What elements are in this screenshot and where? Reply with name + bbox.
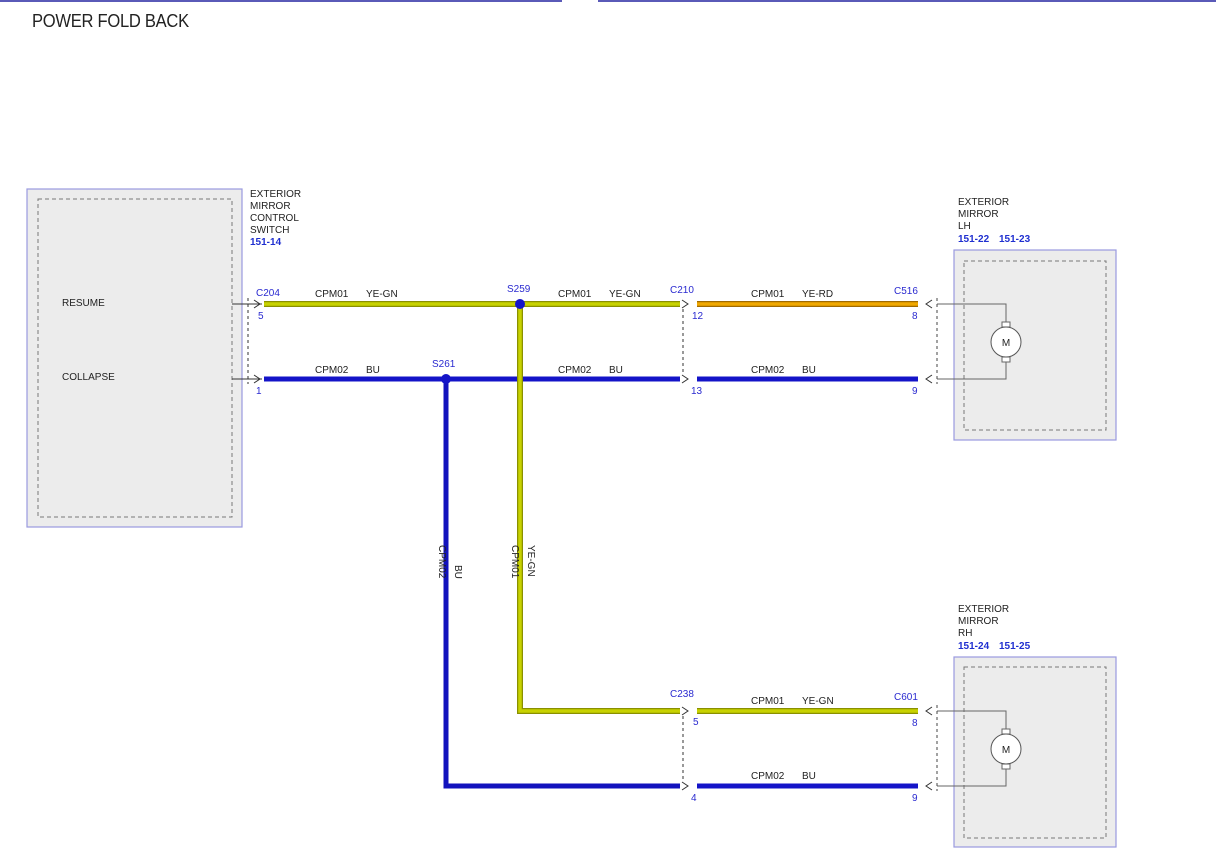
mirror-rh-name-line-1: EXTERIOR bbox=[958, 604, 1009, 615]
wire-w2-circuit: CPM01 bbox=[558, 289, 592, 300]
wires bbox=[264, 301, 918, 789]
wire-w4-circuit: CPM02 bbox=[315, 365, 349, 376]
connector-c601-pin-1: 8 bbox=[912, 718, 918, 729]
connector-symbols bbox=[232, 298, 933, 791]
header-rule-right bbox=[598, 0, 1216, 2]
connector-c210-pin-2: 13 bbox=[691, 386, 703, 397]
wire-w7-color-code: BU bbox=[452, 565, 463, 579]
splice-s259-label[interactable]: S259 bbox=[507, 284, 531, 295]
mirror-lh-component: EXTERIOR MIRROR LH 151-22 151-23 M bbox=[936, 197, 1117, 441]
wire-w4-color-code: BU bbox=[366, 365, 380, 376]
mirror-lh-ref-link-1[interactable]: 151-22 bbox=[958, 234, 990, 245]
wire-w1-circuit: CPM01 bbox=[315, 289, 349, 300]
wire-w1-color-code: YE-GN bbox=[366, 289, 398, 300]
mirror-rh-component: EXTERIOR MIRROR RH 151-24 151-25 M bbox=[936, 604, 1117, 848]
wire-w6-circuit: CPM02 bbox=[751, 365, 785, 376]
mirror-rh-name-line-2: MIRROR bbox=[958, 616, 999, 627]
switch-pin-resume: RESUME bbox=[62, 298, 105, 309]
mirror-rh-ref-link-2[interactable]: 151-25 bbox=[999, 641, 1031, 652]
wire-w10-color-code: BU bbox=[802, 771, 816, 782]
header-rule-left bbox=[0, 0, 562, 2]
splice-s261[interactable] bbox=[441, 374, 451, 384]
mirror-rh-motor-label: M bbox=[1002, 745, 1010, 756]
switch-name-line-4: SWITCH bbox=[250, 225, 289, 236]
connector-c204-pin-2: 1 bbox=[256, 386, 262, 397]
wire-w8-circuit: CPM01 bbox=[509, 545, 520, 579]
switch-name-line-2: MIRROR bbox=[250, 201, 291, 212]
wire-w8[interactable] bbox=[518, 304, 680, 713]
connector-c516-pin-1: 8 bbox=[912, 311, 918, 322]
page-title: POWER FOLD BACK bbox=[32, 11, 189, 31]
connector-c204-label[interactable]: C204 bbox=[256, 288, 280, 299]
mirror-lh-motor-label: M bbox=[1002, 338, 1010, 349]
connector-c238-pin-1: 5 bbox=[693, 717, 699, 728]
mirror-rh-name-line-3: RH bbox=[958, 628, 972, 639]
switch-name-line-3: CONTROL bbox=[250, 213, 299, 224]
wire-w9-circuit: CPM01 bbox=[751, 696, 785, 707]
splice-s261-label[interactable]: S261 bbox=[432, 359, 456, 370]
wire-w9-color-code: YE-GN bbox=[802, 696, 834, 707]
connector-c238-pin-2: 4 bbox=[691, 793, 697, 804]
switch-name-line-1: EXTERIOR bbox=[250, 189, 301, 200]
connector-c210-pin-1: 12 bbox=[692, 311, 704, 322]
connector-labels: C204 5 1 C210 12 13 C516 8 9 C238 5 4 C6… bbox=[256, 285, 918, 804]
wire-w2-color-code: YE-GN bbox=[609, 289, 641, 300]
wire-w7[interactable] bbox=[443, 379, 680, 789]
connector-c516-label[interactable]: C516 bbox=[894, 286, 918, 297]
wire-w5-circuit: CPM02 bbox=[558, 365, 592, 376]
wire-w6-color-code: BU bbox=[802, 365, 816, 376]
connector-c601-pin-2: 9 bbox=[912, 793, 918, 804]
connector-c238-label[interactable]: C238 bbox=[670, 689, 694, 700]
splice-s259[interactable] bbox=[515, 299, 525, 309]
wire-w5-color-code: BU bbox=[609, 365, 623, 376]
mirror-lh-name-line-3: LH bbox=[958, 221, 971, 232]
switch-ref-link[interactable]: 151-14 bbox=[250, 237, 282, 248]
wire-labels: CPM01 YE-GN CPM01 YE-GN CPM01 YE-RD CPM0… bbox=[315, 289, 834, 782]
connector-c516-pin-2: 9 bbox=[912, 386, 918, 397]
switch-pin-collapse: COLLAPSE bbox=[62, 372, 115, 383]
wire-w8-border bbox=[517, 304, 680, 714]
wire-w8-color-code: YE-GN bbox=[525, 545, 536, 577]
wire-w7-circuit: CPM02 bbox=[436, 545, 447, 579]
wire-w7-outline bbox=[443, 379, 680, 789]
mirror-lh-name-line-2: MIRROR bbox=[958, 209, 999, 220]
switch-component: RESUME COLLAPSE EXTERIOR MIRROR CONTROL … bbox=[26, 188, 301, 528]
wire-w3-circuit: CPM01 bbox=[751, 289, 785, 300]
wire-w3-color-code: YE-RD bbox=[802, 289, 833, 300]
mirror-lh-name-line-1: EXTERIOR bbox=[958, 197, 1009, 208]
connector-c210-label[interactable]: C210 bbox=[670, 285, 694, 296]
mirror-lh-ref-link-2[interactable]: 151-23 bbox=[999, 234, 1031, 245]
connector-c204-pin-1: 5 bbox=[258, 311, 264, 322]
mirror-rh-ref-link-1[interactable]: 151-24 bbox=[958, 641, 990, 652]
splices: S259 S261 bbox=[432, 284, 531, 384]
connector-c601-label[interactable]: C601 bbox=[894, 692, 918, 703]
wire-w10-circuit: CPM02 bbox=[751, 771, 785, 782]
